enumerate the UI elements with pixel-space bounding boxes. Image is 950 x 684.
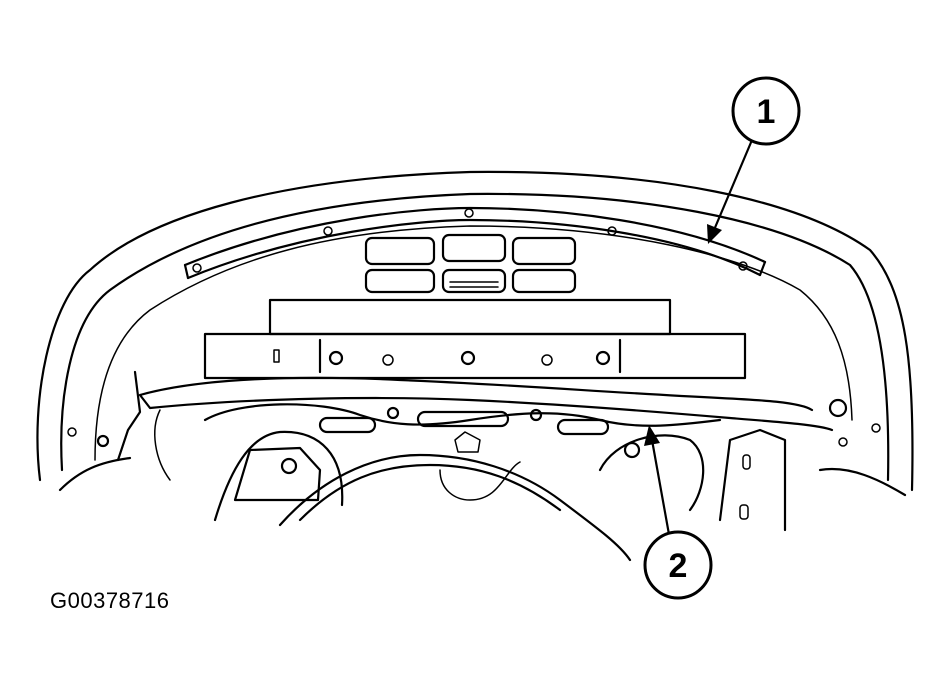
callout-1-label: 1: [757, 93, 776, 131]
retainer-strip: [183, 206, 767, 280]
bumper-cover: [36, 170, 914, 492]
figure-id: G00378716: [50, 588, 170, 613]
arrow-head-1: [707, 224, 722, 244]
reinforcement-panel: [203, 298, 747, 380]
underbody-structure: [58, 370, 907, 562]
grille-openings: [364, 233, 577, 294]
callout-2: 2: [643, 530, 713, 600]
callout-2-label: 2: [669, 547, 688, 585]
leader-lines: [644, 138, 754, 542]
callout-1: 1: [731, 76, 801, 146]
arrow-head-2: [644, 425, 660, 446]
